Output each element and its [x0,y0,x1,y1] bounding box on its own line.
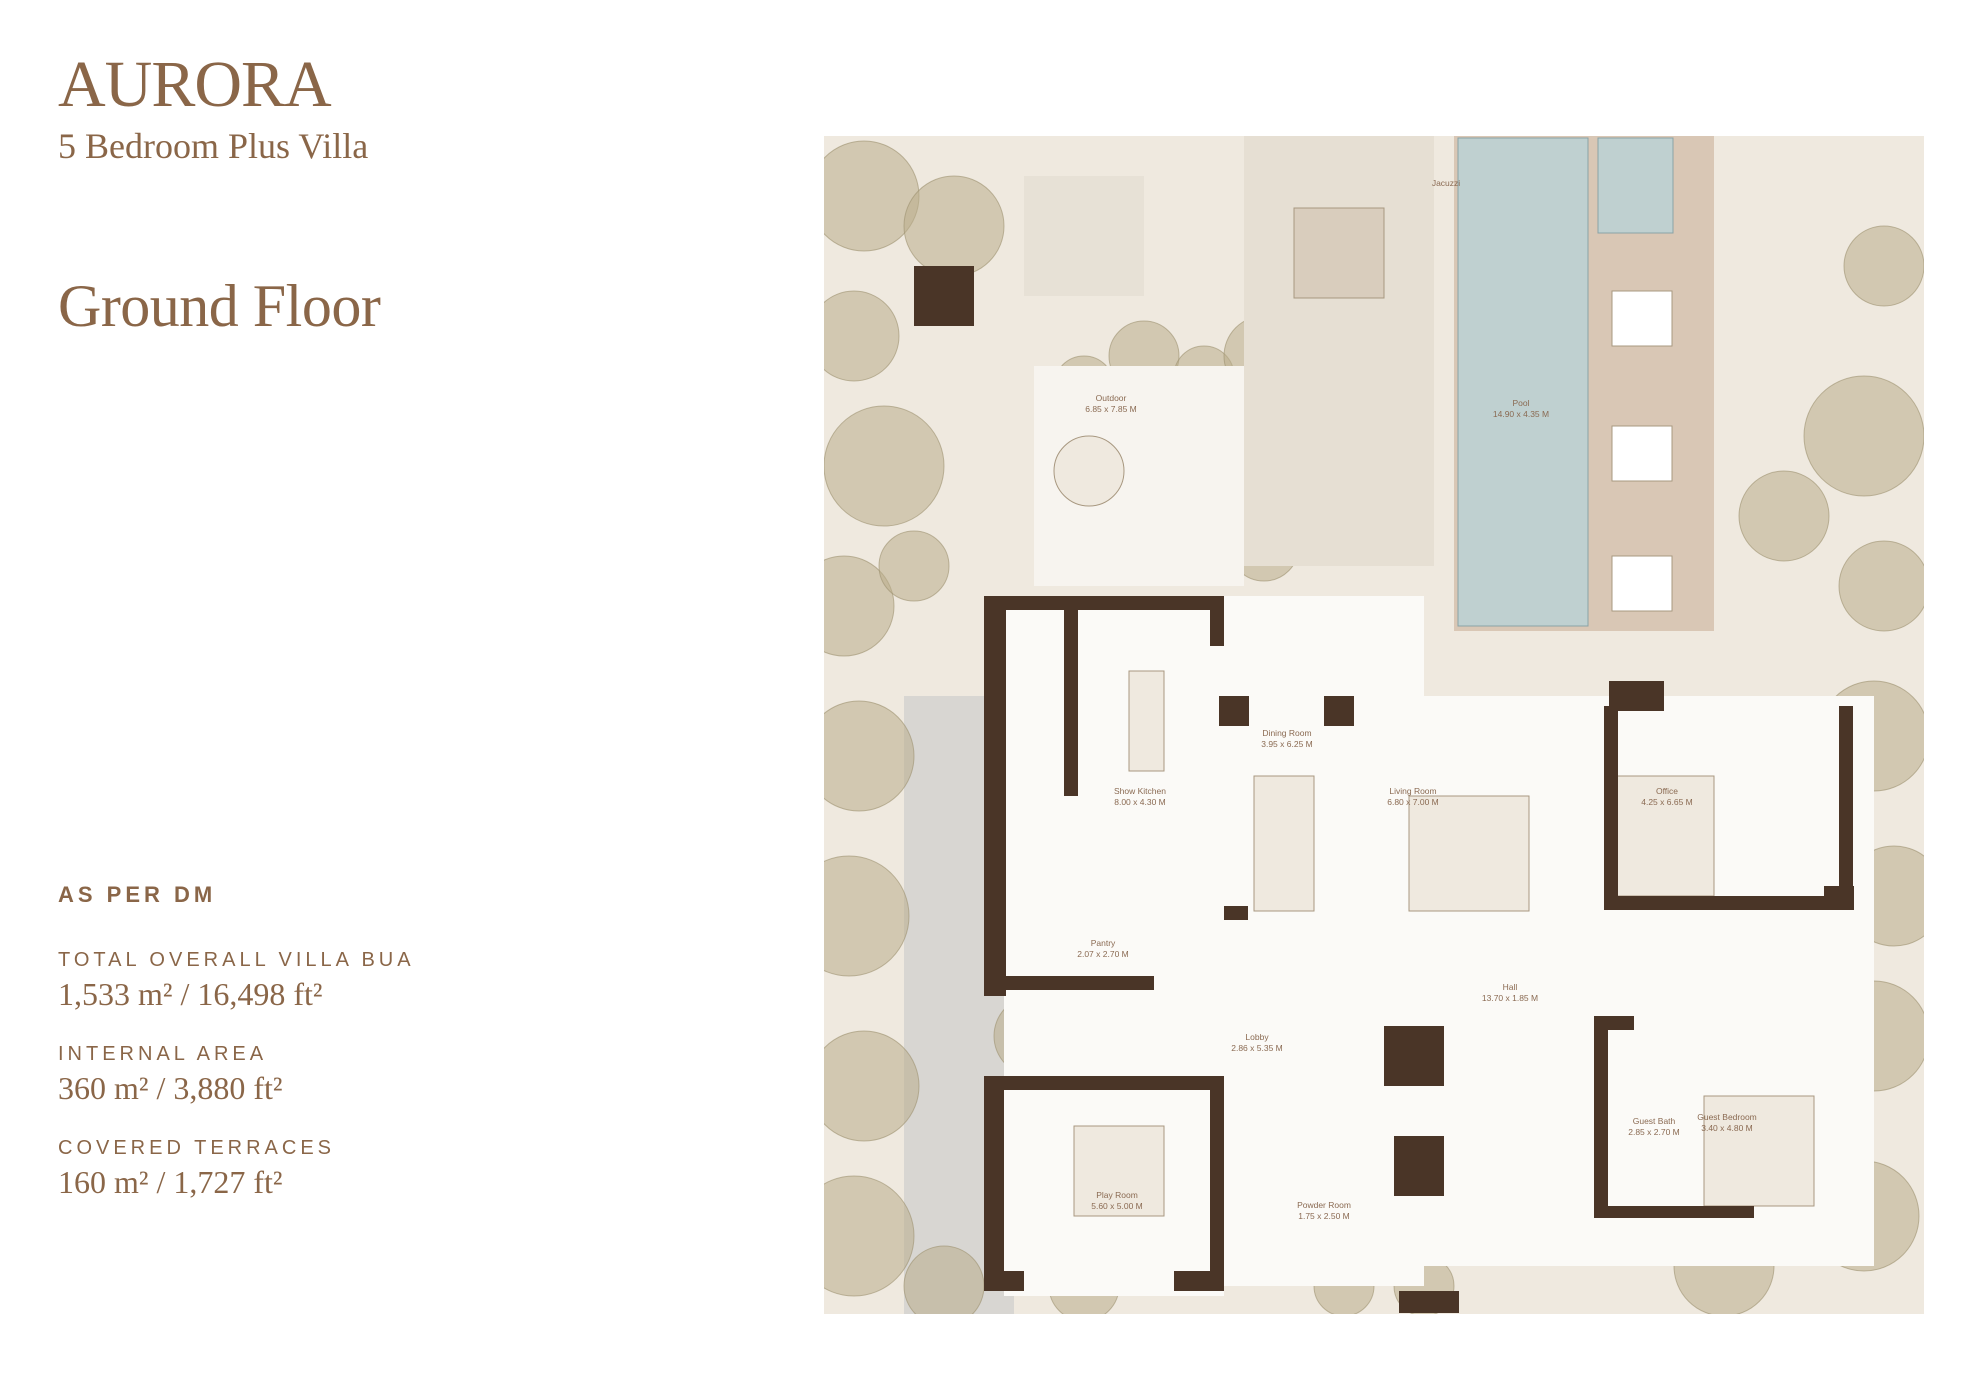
stat-total-bua: TOTAL OVERALL VILLA BUA 1,533 m² / 16,49… [58,950,578,1010]
stats-heading: AS PER DM [58,882,217,907]
stat-value: 360 m² / 3,880 ft² [58,1070,283,1106]
area-stats: AS PER DM TOTAL OVERALL VILLA BUA 1,533 … [58,882,578,1232]
stat-value: 1,533 m² / 16,498 ft² [58,976,323,1012]
stat-internal-area: INTERNAL AREA 360 m² / 3,880 ft² [58,1044,578,1104]
floor-title: Ground Floor [58,273,381,339]
stat-label: TOTAL OVERALL VILLA BUA [58,949,415,971]
brand-title: AURORA [58,48,332,121]
villa-subtitle: 5 Bedroom Plus Villa [58,126,369,166]
info-panel: AURORA 5 Bedroom Plus Villa Ground Floor… [0,0,800,1378]
room-label: Jacuzzi [1432,178,1460,188]
walls [914,266,1854,1313]
stat-value: 160 m² / 1,727 ft² [58,1164,283,1200]
stat-label: COVERED TERRACES [58,1137,336,1159]
stat-label: INTERNAL AREA [58,1043,268,1065]
stat-covered-terraces: COVERED TERRACES 160 m² / 1,727 ft² [58,1138,578,1198]
